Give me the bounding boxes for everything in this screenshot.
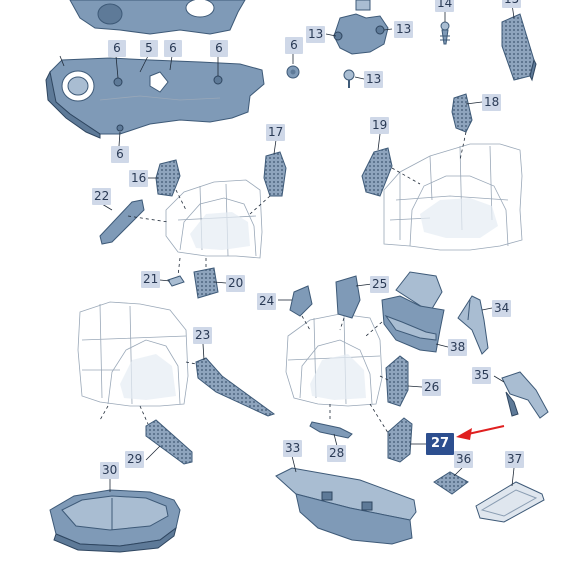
part-14-screw bbox=[440, 21, 450, 45]
callout-36[interactable]: 36 bbox=[454, 451, 474, 468]
callout-33[interactable]: 33 bbox=[283, 440, 303, 457]
body-section-rear-right bbox=[383, 143, 523, 251]
dashed-connectors bbox=[99, 131, 467, 437]
highlight-arrow bbox=[456, 425, 505, 440]
callout-16[interactable]: 16 bbox=[129, 170, 149, 187]
callout-13-c[interactable]: 13 bbox=[364, 71, 384, 88]
callout-38[interactable]: 38 bbox=[448, 339, 468, 356]
callout-26[interactable]: 26 bbox=[422, 379, 442, 396]
part-35-bracket bbox=[501, 371, 549, 419]
callout-20[interactable]: 20 bbox=[226, 275, 246, 292]
callout-25[interactable]: 25 bbox=[370, 276, 390, 293]
part-30-tray bbox=[49, 489, 181, 553]
part-5-insulation-panel bbox=[45, 57, 265, 139]
part-36-pad bbox=[433, 471, 469, 495]
callout-14[interactable]: 14 bbox=[435, 0, 455, 12]
callout-5[interactable]: 5 bbox=[140, 40, 158, 57]
part-27-insulation bbox=[387, 417, 413, 463]
part-24-insulation bbox=[289, 285, 313, 317]
part-37-pad bbox=[475, 481, 545, 523]
part-38-insulation-panel bbox=[381, 271, 445, 353]
part-13-bracket bbox=[333, 0, 389, 55]
part-6-clip bbox=[286, 65, 300, 79]
part-19-insulation bbox=[361, 147, 393, 197]
callout-22[interactable]: 22 bbox=[92, 188, 112, 205]
callout-28[interactable]: 28 bbox=[327, 445, 347, 462]
part-28-strip bbox=[309, 421, 353, 439]
callout-6-e[interactable]: 6 bbox=[285, 37, 303, 54]
callout-29[interactable]: 29 bbox=[125, 451, 145, 468]
callout-24[interactable]: 24 bbox=[257, 293, 277, 310]
body-section-lower-left bbox=[77, 301, 189, 407]
callout-13-b[interactable]: 13 bbox=[394, 21, 414, 38]
part-26-insulation bbox=[385, 355, 409, 407]
part-23-strip bbox=[195, 357, 276, 417]
part-20-insulation bbox=[193, 267, 219, 299]
callout-23[interactable]: 23 bbox=[193, 327, 213, 344]
body-section-center bbox=[285, 313, 383, 407]
body-section-middle-left bbox=[165, 179, 263, 259]
callout-15[interactable]: 15 bbox=[502, 0, 522, 8]
part-25-insulation bbox=[335, 275, 361, 319]
callout-30[interactable]: 30 bbox=[100, 462, 120, 479]
callout-19[interactable]: 19 bbox=[370, 117, 390, 134]
callout-35[interactable]: 35 bbox=[472, 367, 492, 384]
part-22-strip bbox=[99, 199, 145, 245]
callout-6-a[interactable]: 6 bbox=[108, 40, 126, 57]
part-29-strip bbox=[145, 419, 193, 465]
leader-lines bbox=[59, 3, 515, 492]
part-17-insulation bbox=[263, 151, 287, 197]
part-21-clip bbox=[167, 275, 185, 287]
callout-34[interactable]: 34 bbox=[492, 300, 512, 317]
callout-6-c[interactable]: 6 bbox=[210, 40, 228, 57]
callout-18[interactable]: 18 bbox=[482, 94, 502, 111]
callout-21[interactable]: 21 bbox=[141, 271, 161, 288]
part-34-bracket bbox=[457, 295, 489, 355]
callout-37[interactable]: 37 bbox=[505, 451, 525, 468]
part-13-screw bbox=[343, 69, 355, 88]
callout-13-a[interactable]: 13 bbox=[306, 26, 326, 43]
part-18-insulation bbox=[451, 93, 473, 133]
callout-6-d[interactable]: 6 bbox=[111, 146, 129, 163]
part-15-grille bbox=[501, 13, 537, 82]
callout-27-highlighted[interactable]: 27 bbox=[426, 433, 454, 455]
callout-6-b[interactable]: 6 bbox=[164, 40, 182, 57]
part-33-underbody-panel bbox=[275, 467, 417, 545]
part-top-insulation-partial bbox=[69, 0, 246, 35]
callout-17[interactable]: 17 bbox=[266, 124, 286, 141]
